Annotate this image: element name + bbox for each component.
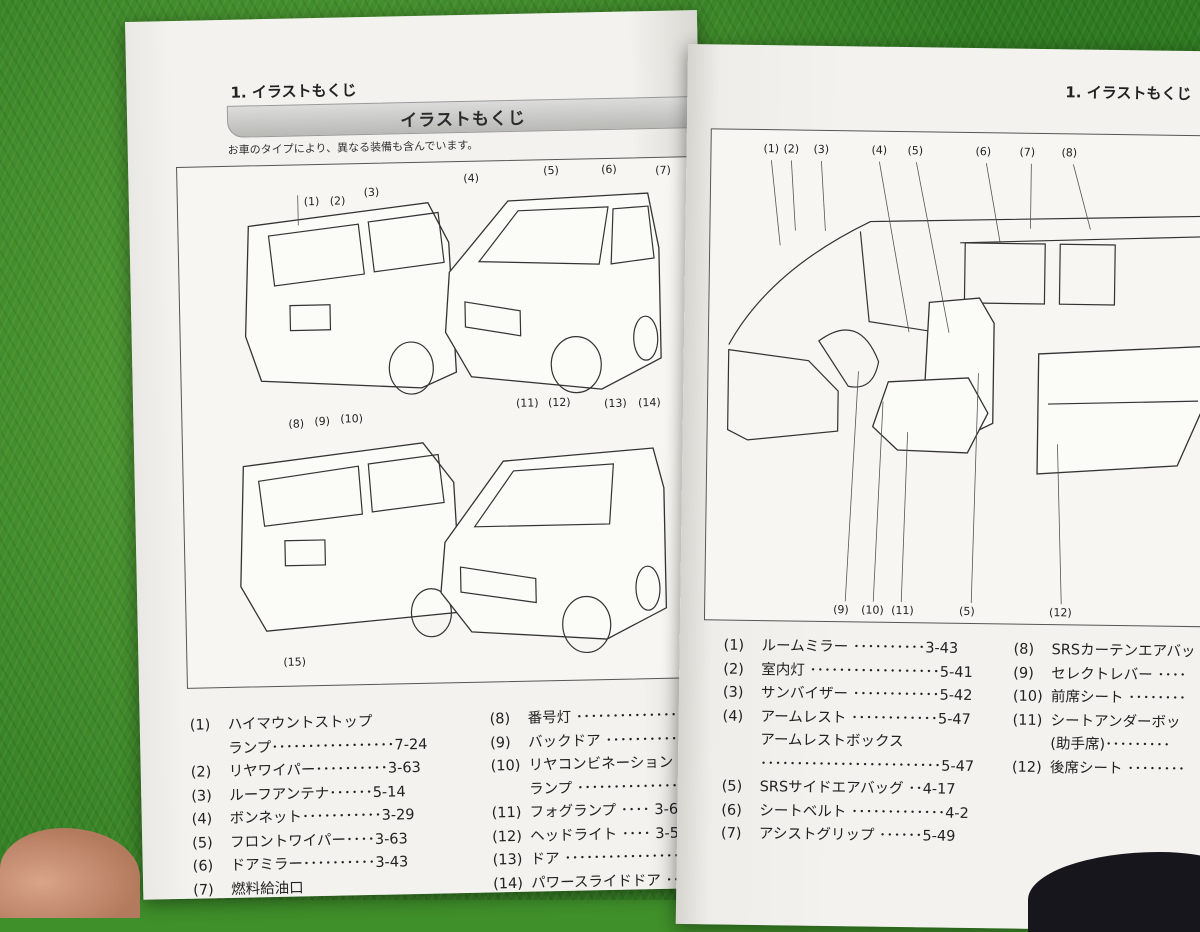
list-item: (10)前席シート ････････ — [1012, 688, 1187, 708]
callout-5: (5) — [907, 144, 924, 158]
banner-title: イラストもくじ — [226, 96, 700, 138]
legend-list-right-2: (8)SRSカーテンエアバッグ (9)セレクトレバー ････ (10)前席シー… — [1012, 639, 1194, 782]
callout-1: (1) — [763, 142, 780, 156]
callout-6: (6) — [601, 162, 617, 177]
legend-list-left-1: (1)ハイマウントストップ ランプ･････････････････7-24 (… — [190, 710, 444, 903]
list-item: (助手席)･････････ — [1050, 736, 1171, 754]
callout-9: (9) — [833, 603, 849, 617]
callout-12: (12) — [547, 395, 571, 410]
callout-2: (2) — [783, 142, 800, 156]
callout-12: (12) — [1049, 606, 1072, 620]
callout-5: (5) — [543, 163, 559, 178]
car-front-top — [444, 192, 662, 394]
callout-14: (14) — [637, 395, 661, 410]
callout-11: (11) — [891, 603, 914, 618]
callout-11: (11) — [515, 396, 539, 410]
callout-13: (13) — [603, 396, 627, 411]
callout-15: (15) — [283, 655, 307, 669]
callout-7: (7) — [1019, 145, 1036, 159]
callout-7: (7) — [655, 163, 671, 177]
list-item: (1)ルームミラー ･･････････3-43 — [723, 637, 959, 657]
callout-4: (4) — [871, 143, 888, 157]
car-front-bottom — [440, 447, 668, 654]
list-item: (3)サンバイザー ････････････5-42 — [722, 684, 973, 705]
list-item: (11)シートアンダーボッ — [1012, 712, 1181, 731]
callout-3: (3) — [363, 185, 380, 200]
callout-3: (3) — [813, 142, 830, 156]
interior-illustration: (1) (2) (3) (4) (5) (6) (7) (8) (9) (10)… — [703, 128, 1200, 628]
callout-2: (2) — [329, 194, 346, 208]
callout-5-bottom: (5) — [959, 604, 975, 619]
list-item: (8)SRSカーテンエアバッグ — [1013, 641, 1194, 661]
callout-8: (8) — [1061, 146, 1078, 160]
list-item: (5)SRSサイドエアバッグ ･･4-17 — [721, 778, 956, 798]
list-item: (7)アシストグリップ ･･････5-49 — [720, 825, 956, 845]
callout-9: (9) — [314, 414, 331, 429]
list-item: アームレストボックス — [760, 732, 904, 751]
callout-10: (10) — [340, 412, 364, 426]
legend-list-right-1: (1)ルームミラー ･･････････3-43 (2)室内灯 ････････… — [721, 635, 994, 850]
list-item: (12)後席シート ････････ — [1011, 759, 1186, 778]
section-header: 1. イラストもくじ — [1065, 83, 1192, 104]
right-page: 1. イラストもくじ — [675, 44, 1200, 932]
callout-4: (4) — [463, 171, 480, 185]
callout-6: (6) — [975, 145, 992, 159]
interior-drawing — [727, 160, 1200, 605]
callout-1: (1) — [303, 194, 320, 209]
section-header: 1. イラストもくじ — [230, 81, 357, 102]
left-page: 1. イラストもくじ イラストもくじ お車のタイプにより、異なる装備も含んでいま… — [125, 10, 715, 900]
note-text: お車のタイプにより、異なる装備も含んでいます。 — [227, 138, 479, 157]
callout-10: (10) — [861, 603, 884, 617]
car-rear-bottom — [240, 442, 463, 638]
exterior-illustration: (1) (2) (3) (4) (5) (6) (7) (8) (9) (10)… — [176, 156, 709, 689]
exterior-car-drawings — [240, 192, 668, 654]
callout-8: (8) — [288, 417, 305, 431]
car-rear-top — [244, 195, 458, 395]
interior-lines — [727, 160, 1200, 605]
list-item: (9)セレクトレバー ････ — [1013, 665, 1187, 684]
